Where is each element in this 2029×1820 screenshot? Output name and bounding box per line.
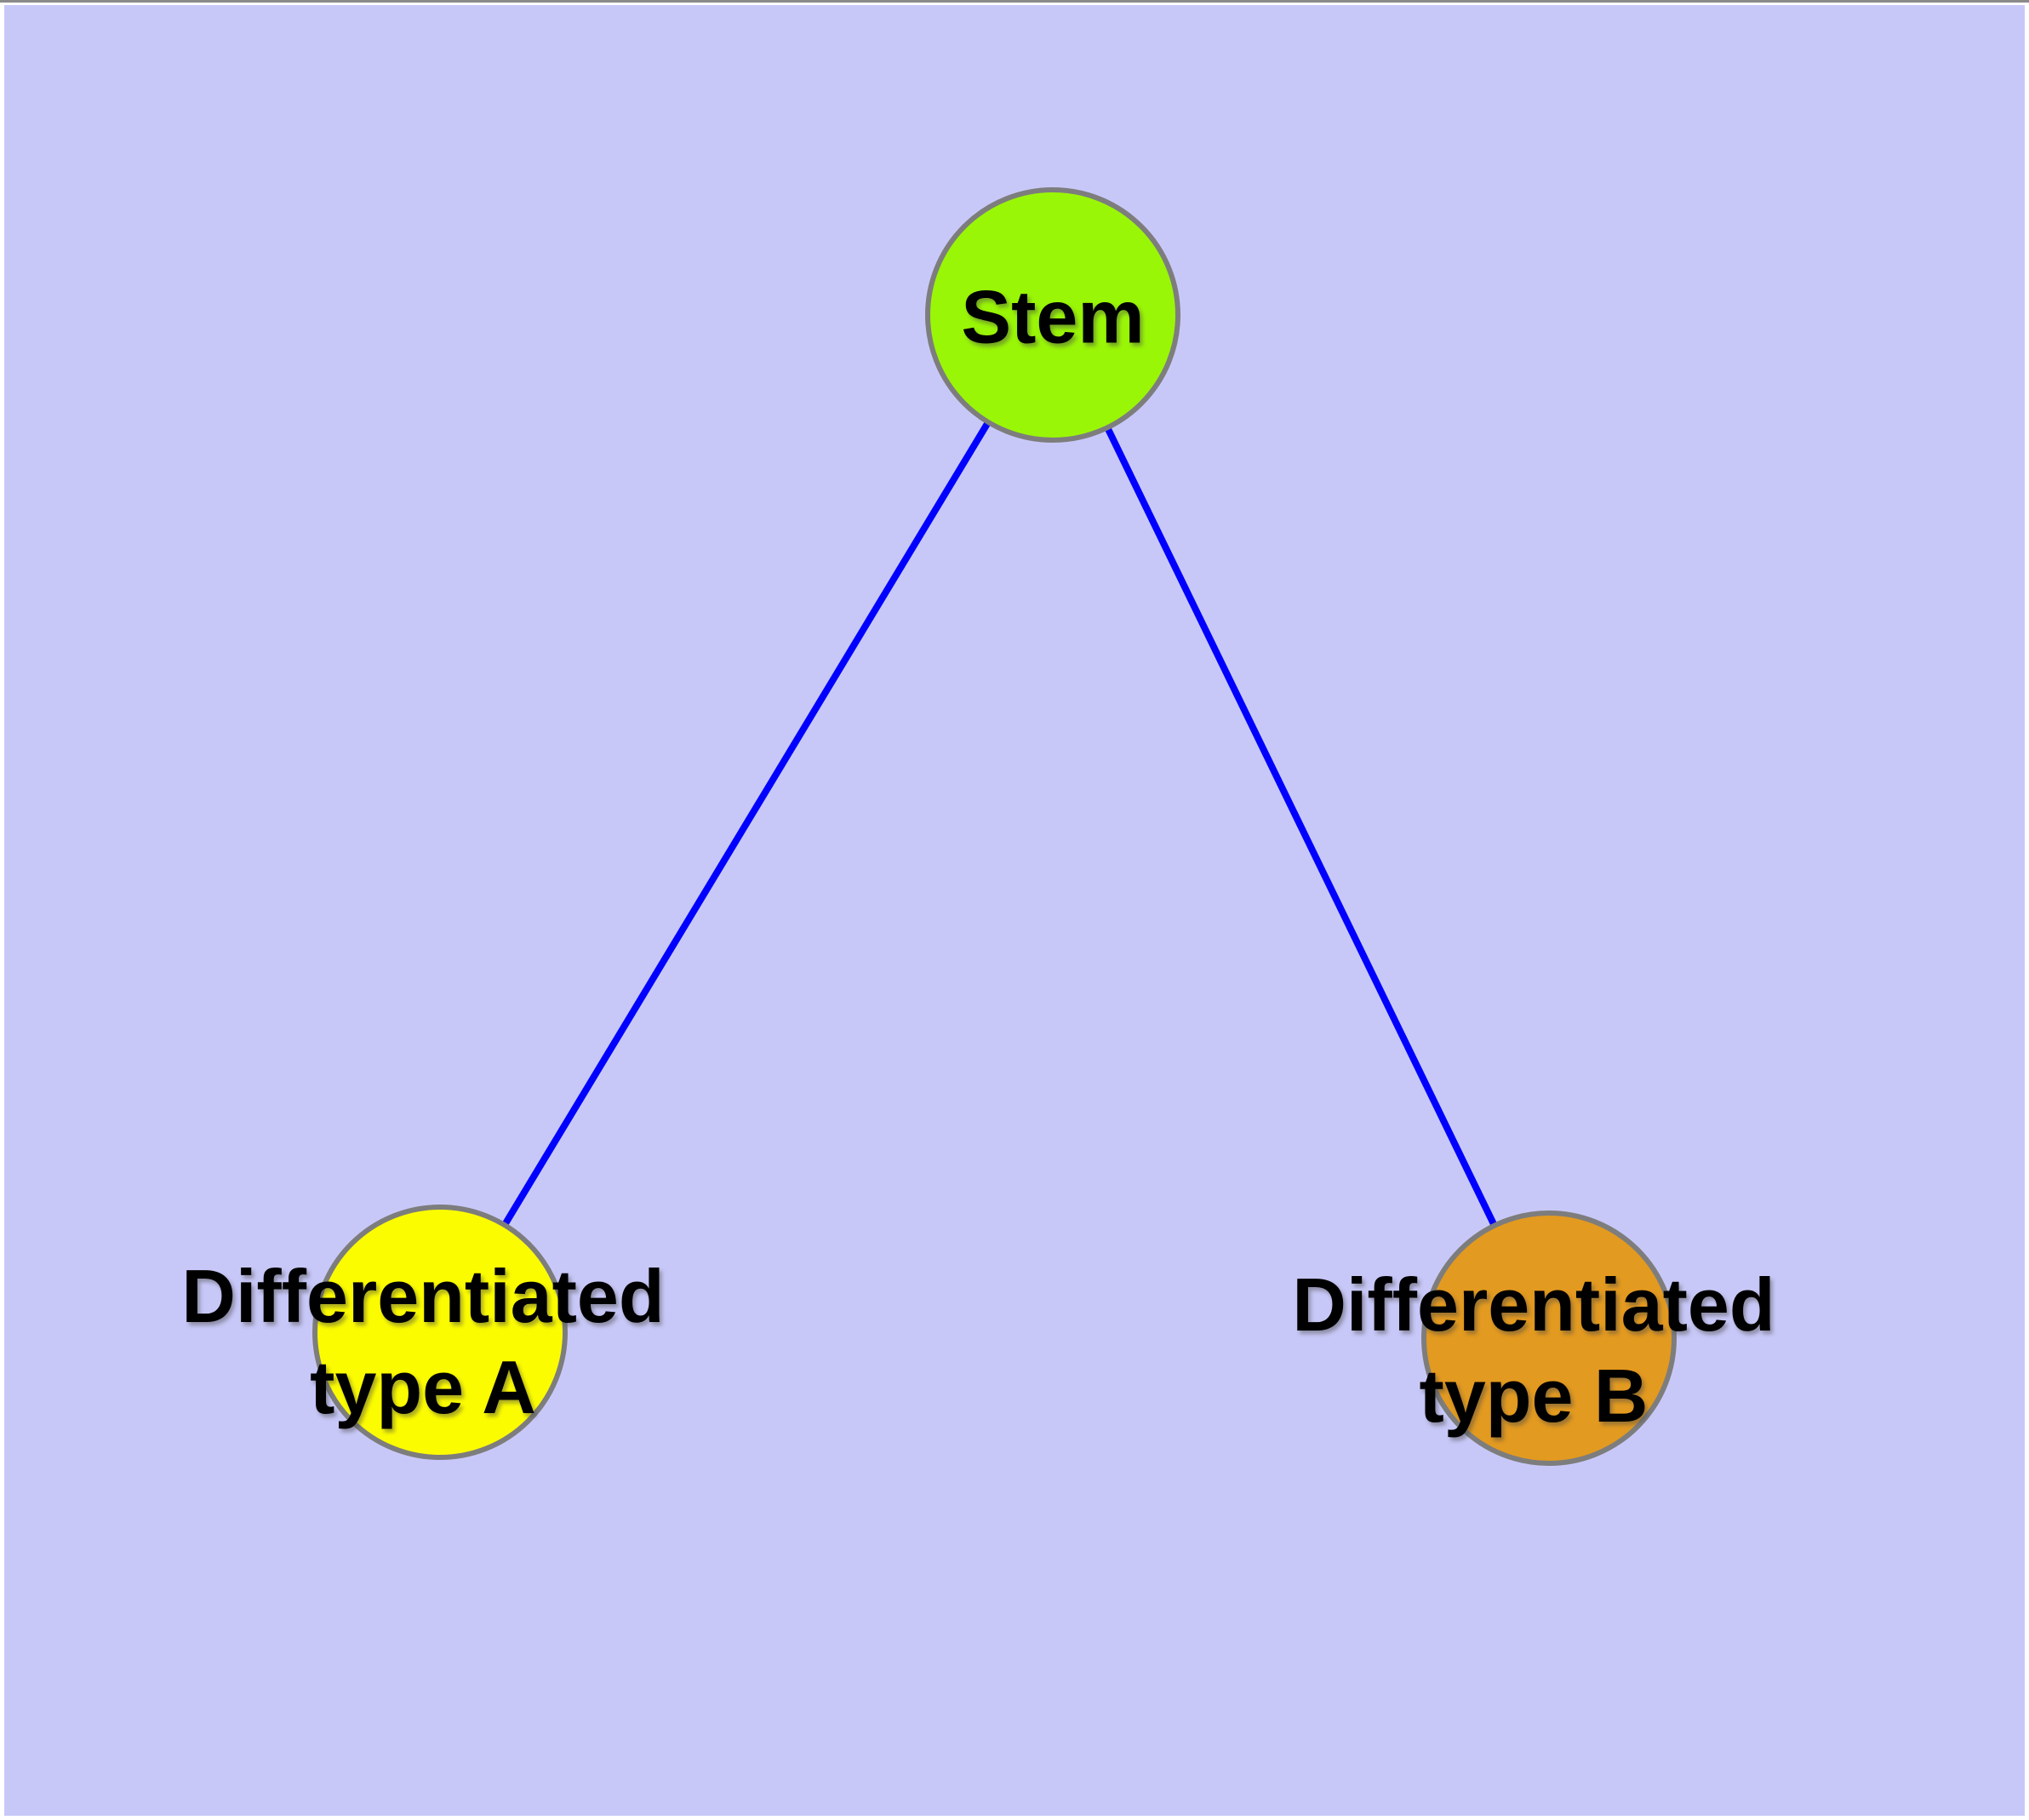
edge-stem-to-type-a: [437, 312, 1056, 1335]
node-type-b-circle: [1421, 1210, 1677, 1466]
top-edge-hairline: [0, 0, 2029, 3]
edge-stem-to-type-b: [1049, 313, 1552, 1340]
node-stem-circle: [925, 187, 1180, 443]
node-type-a-circle: [312, 1205, 568, 1460]
